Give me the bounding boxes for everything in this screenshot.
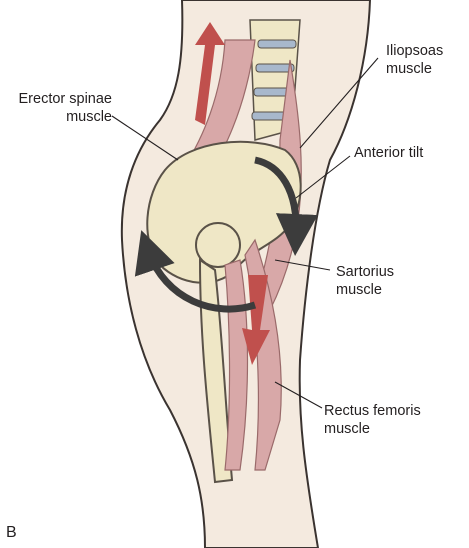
label-iliopsoas: Iliopsoas muscle xyxy=(386,43,444,77)
vertebral-disc xyxy=(255,63,295,73)
anterior-pull-arrow xyxy=(242,275,270,365)
label-rectus-femoris: Rectus femoris muscle xyxy=(324,403,421,437)
body-silhouette xyxy=(120,0,372,548)
erector-pull-arrow xyxy=(195,22,225,125)
leader-lines xyxy=(111,57,379,409)
rotation-arrow-top xyxy=(254,156,318,256)
femur-bone xyxy=(195,222,241,484)
vertebral-disc xyxy=(257,39,297,49)
rotation-arrow-bottom xyxy=(134,230,257,313)
label-anterior-tilt: Anterior tilt xyxy=(354,145,424,161)
label-sartorius: Sartorius muscle xyxy=(336,264,395,298)
panel-letter: B xyxy=(6,524,17,541)
label-erector-spinae: Erector spinae muscle xyxy=(18,91,113,125)
